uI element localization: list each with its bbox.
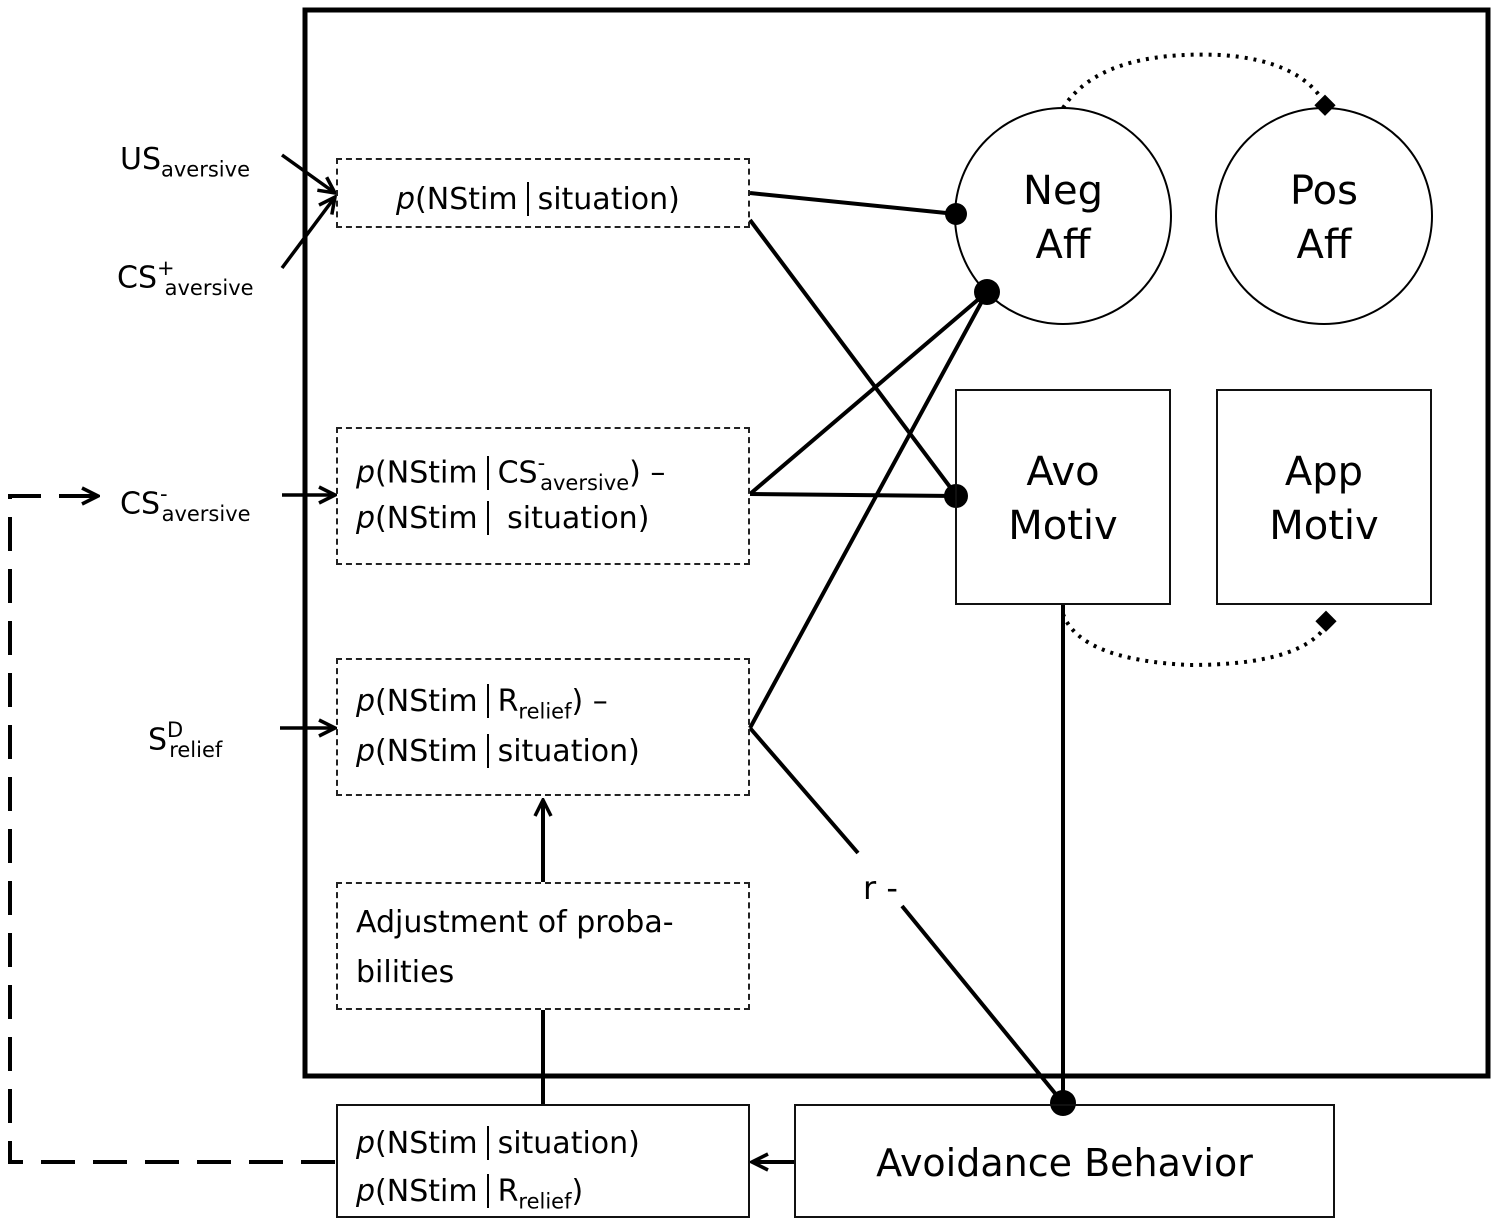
link-box2-negaff: [748, 290, 989, 496]
link-box3-avoidance-b: [900, 904, 1065, 1105]
label-us-aversive: USaversive: [120, 142, 250, 182]
prob-box-cs-minus-line2: p(NStim situation): [356, 501, 650, 536]
avoidance-behavior-box: Avoidance Behavior: [794, 1104, 1335, 1218]
avo-motiv-node: Avo Motiv: [957, 445, 1169, 553]
app-motiv-line1: App: [1284, 449, 1364, 495]
adjustment-line2: bilities: [356, 955, 455, 990]
link-box2-avo: [749, 492, 957, 498]
dot-negaff-2: [974, 279, 1000, 305]
avoidance-behavior-label: Avoidance Behavior: [876, 1141, 1253, 1185]
pos-aff-line2: Aff: [1296, 222, 1352, 268]
dot-negaff-1: [945, 203, 967, 225]
neg-aff-line1: Neg: [1023, 168, 1103, 214]
label-cs-minus-aversive: CS-aversive: [120, 482, 251, 526]
dotted-arc-motiv: [1061, 613, 1328, 668]
outer-frame: [302, 7, 1491, 1079]
dotted-arc-affect: [1061, 52, 1327, 110]
neg-aff-line2: Aff: [1035, 222, 1091, 268]
pos-aff-node: Pos Aff: [1224, 164, 1424, 272]
link-box1-negaff: [749, 191, 957, 216]
link-box1-avo: [748, 218, 958, 497]
app-motiv-line2: Motiv: [1269, 503, 1379, 549]
app-motiv-box: App Motiv: [1216, 389, 1432, 605]
r-minus-label: r -: [863, 869, 898, 907]
arrow-cs-plus: [280, 197, 335, 270]
diamond-motiv: [1315, 610, 1337, 632]
arrow-us: [280, 153, 335, 193]
avo-motiv-line2: Motiv: [1008, 503, 1118, 549]
pos-aff-line1: Pos: [1289, 168, 1358, 214]
link-box3-negaff: [748, 291, 989, 729]
label-sd-relief: SDrelief: [148, 718, 223, 762]
adjustment-line1: Adjustment of proba-: [356, 905, 674, 940]
avo-motiv-box: Avo Motiv: [955, 389, 1171, 605]
label-cs-plus-aversive: CS+aversive: [117, 256, 254, 300]
link-box3-avoidance-a: [748, 726, 860, 855]
app-motiv-node: App Motiv: [1218, 445, 1430, 553]
adjustment-box: Adjustment of proba- bilities: [336, 882, 750, 1010]
avo-motiv-line1: Avo: [1026, 449, 1100, 495]
dot-avoidance: [1050, 1090, 1076, 1116]
neg-aff-node: Neg Aff: [963, 164, 1163, 272]
dashed-feedback-loop: [8, 494, 335, 1164]
